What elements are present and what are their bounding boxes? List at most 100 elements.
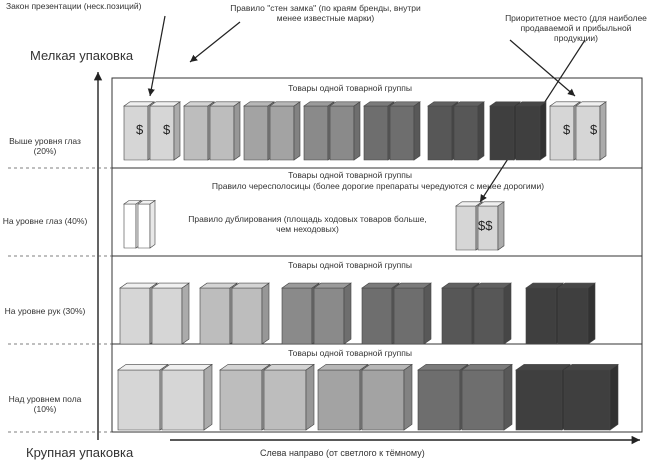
dollar-label: $ bbox=[163, 122, 171, 137]
product-box-front bbox=[281, 287, 313, 345]
product-box-top bbox=[317, 364, 369, 371]
product-box-side bbox=[503, 282, 512, 345]
product-box-front bbox=[209, 105, 235, 161]
priority-place-annotation: Приоритетное место (для наиболее продава… bbox=[505, 13, 647, 43]
product-box-side bbox=[305, 363, 315, 431]
product-box-top bbox=[361, 282, 400, 289]
product-box-top bbox=[119, 282, 158, 289]
product-box-top bbox=[263, 364, 315, 371]
product-box-top bbox=[363, 101, 395, 107]
presentation-law-annotation: Закон презентации (неск.позиций) bbox=[6, 1, 142, 11]
product-box-side bbox=[149, 199, 156, 249]
product-box-front bbox=[455, 205, 477, 251]
shelf2-rule-stripes: Правило чересполосицы (более дорогие пре… bbox=[211, 181, 545, 191]
product-box-front bbox=[473, 287, 505, 345]
product-box-front bbox=[231, 287, 263, 345]
product-box-side bbox=[599, 101, 607, 161]
priority-place-arrow-2 bbox=[509, 39, 576, 97]
shelving-frame bbox=[111, 77, 643, 433]
product-box-top bbox=[149, 101, 181, 107]
product-box-top bbox=[243, 101, 275, 107]
product-box-front bbox=[563, 369, 611, 431]
product-box-top bbox=[123, 101, 155, 107]
product-box-front bbox=[515, 105, 541, 161]
product-box-front bbox=[515, 369, 563, 431]
presentation-law-arrow bbox=[147, 15, 166, 97]
product-box-top bbox=[417, 364, 469, 371]
product-box-front bbox=[263, 369, 307, 431]
product-box-top bbox=[123, 200, 142, 205]
product-box-top bbox=[269, 101, 301, 107]
product-box-side bbox=[503, 363, 513, 431]
product-box-top bbox=[427, 101, 459, 107]
dollar-label: $ bbox=[590, 122, 598, 137]
product-box-top bbox=[525, 282, 564, 289]
product-box-side bbox=[293, 101, 301, 161]
product-box-front bbox=[363, 105, 389, 161]
product-box-front bbox=[361, 369, 405, 431]
product-box-top bbox=[361, 364, 413, 371]
shelf1-title: Товары одной товарной группы bbox=[288, 83, 412, 93]
product-box-top bbox=[231, 282, 270, 289]
product-box-top bbox=[515, 101, 547, 107]
product-box-top bbox=[441, 282, 480, 289]
product-box-front bbox=[361, 287, 393, 345]
product-box-front bbox=[219, 369, 263, 431]
product-box-front bbox=[243, 105, 269, 161]
product-box-top bbox=[161, 364, 213, 371]
product-box-side bbox=[353, 101, 361, 161]
castle-wall-rule-annotation: Правило "стен замка" (по краям бренды, в… bbox=[230, 3, 421, 23]
product-box-front bbox=[151, 287, 183, 345]
product-box-side bbox=[233, 101, 241, 161]
product-box-front bbox=[137, 203, 151, 249]
product-box-front bbox=[303, 105, 329, 161]
product-box-side bbox=[181, 282, 190, 345]
product-box-front bbox=[549, 105, 575, 161]
product-box-top bbox=[393, 282, 432, 289]
product-boxes bbox=[117, 101, 619, 431]
product-box-side bbox=[403, 363, 413, 431]
product-box-side bbox=[609, 363, 619, 431]
product-box-front bbox=[441, 287, 473, 345]
product-box-top bbox=[515, 364, 571, 371]
level-label-floor: Над уровнем пола (10%) bbox=[8, 394, 82, 415]
product-box-front bbox=[525, 287, 557, 345]
product-box-top bbox=[151, 282, 190, 289]
product-box-top bbox=[557, 282, 596, 289]
product-box-top bbox=[117, 364, 169, 371]
level-label-above-eye: Выше уровня глаз (20%) bbox=[9, 136, 81, 157]
product-box-side bbox=[539, 101, 547, 161]
shelf4-title: Товары одной товарной группы bbox=[288, 348, 412, 358]
product-box-top bbox=[473, 282, 512, 289]
product-box-top bbox=[489, 101, 521, 107]
double-dollar-label: $$ bbox=[478, 218, 493, 233]
product-box-side bbox=[173, 101, 181, 161]
product-box-front bbox=[117, 369, 161, 431]
product-box-front bbox=[123, 203, 137, 249]
product-box-top bbox=[281, 282, 320, 289]
product-box-side bbox=[587, 282, 596, 345]
level-label-hand: На уровне рук (30%) bbox=[4, 306, 86, 316]
product-box-side bbox=[477, 101, 485, 161]
product-box-front bbox=[317, 369, 361, 431]
vertical-axis-top-label: Мелкая упаковка bbox=[30, 48, 134, 63]
product-box-side bbox=[413, 101, 421, 161]
product-box-top bbox=[455, 201, 483, 207]
product-box-front bbox=[557, 287, 589, 345]
product-box-front bbox=[329, 105, 355, 161]
product-box-front bbox=[389, 105, 415, 161]
product-box-front bbox=[269, 105, 295, 161]
product-box-front bbox=[149, 105, 175, 161]
product-box-top bbox=[575, 101, 607, 107]
product-box-front bbox=[161, 369, 205, 431]
product-box-top bbox=[303, 101, 335, 107]
product-box-front bbox=[393, 287, 425, 345]
product-box-front bbox=[119, 287, 151, 345]
product-box-top bbox=[389, 101, 421, 107]
product-box-top bbox=[137, 200, 156, 205]
product-box-front bbox=[199, 287, 231, 345]
shelf3-title: Товары одной товарной группы bbox=[288, 260, 412, 270]
product-box-top bbox=[461, 364, 513, 371]
product-box-front bbox=[461, 369, 505, 431]
